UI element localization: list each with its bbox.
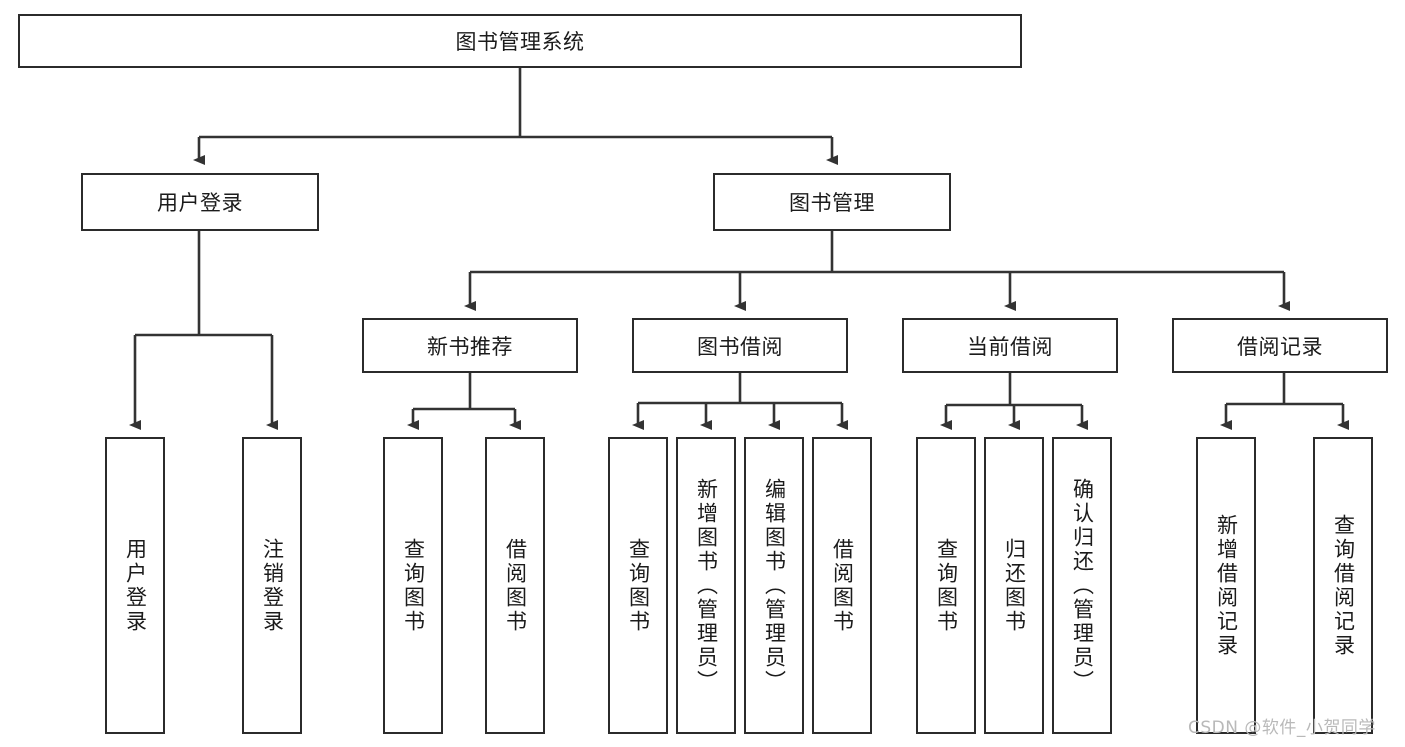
leaf-user-login-login-label: 用户登录 (123, 537, 148, 634)
node-user-login-label: 用户登录 (157, 191, 243, 215)
leaf-user-login-logout[interactable]: 注销登录 (242, 437, 302, 734)
leaf-new-book-query[interactable]: 查询图书 (383, 437, 443, 734)
leaf-borrow-borrow-book-label: 借阅图书 (830, 537, 855, 634)
node-borrow-records-label: 借阅记录 (1237, 334, 1323, 359)
leaf-current-return-book-label: 归还图书 (1002, 537, 1027, 634)
leaf-borrow-add-book-label: 新增图书（管理员） (694, 477, 719, 694)
leaf-borrow-edit-book[interactable]: 编辑图书（管理员） (744, 437, 804, 734)
leaf-borrow-query-book-label: 查询图书 (626, 537, 651, 634)
leaf-user-login-logout-label: 注销登录 (260, 537, 285, 634)
node-book-borrow-label: 图书借阅 (697, 334, 783, 359)
node-borrow-records[interactable]: 借阅记录 (1172, 318, 1388, 373)
node-user-login[interactable]: 用户登录 (81, 173, 319, 231)
node-current-borrow[interactable]: 当前借阅 (902, 318, 1118, 373)
leaf-records-add-record[interactable]: 新增借阅记录 (1196, 437, 1256, 734)
watermark-text: CSDN @软件_小贺同学 (1188, 718, 1376, 738)
node-book-borrow[interactable]: 图书借阅 (632, 318, 848, 373)
node-current-borrow-label: 当前借阅 (967, 334, 1053, 359)
leaf-new-book-borrow-label: 借阅图书 (503, 537, 528, 634)
leaf-borrow-add-book[interactable]: 新增图书（管理员） (676, 437, 736, 734)
leaf-current-query-book-label: 查询图书 (934, 537, 959, 634)
node-book-management-label: 图书管理 (789, 191, 875, 215)
leaf-borrow-edit-book-label: 编辑图书（管理员） (762, 477, 787, 694)
leaf-records-query-record-label: 查询借阅记录 (1331, 513, 1356, 658)
node-new-book-recommend[interactable]: 新书推荐 (362, 318, 578, 373)
leaf-borrow-borrow-book[interactable]: 借阅图书 (812, 437, 872, 734)
leaf-user-login-login[interactable]: 用户登录 (105, 437, 165, 734)
node-book-management[interactable]: 图书管理 (713, 173, 951, 231)
node-new-book-recommend-label: 新书推荐 (427, 334, 513, 359)
node-root-system-label: 图书管理系统 (455, 30, 585, 54)
leaf-new-book-query-label: 查询图书 (401, 537, 426, 634)
node-root-system[interactable]: 图书管理系统 (18, 14, 1022, 68)
leaf-borrow-query-book[interactable]: 查询图书 (608, 437, 668, 734)
leaf-records-add-record-label: 新增借阅记录 (1214, 513, 1239, 658)
leaf-new-book-borrow[interactable]: 借阅图书 (485, 437, 545, 734)
leaf-current-confirm-return-label: 确认归还（管理员） (1070, 477, 1095, 694)
leaf-current-query-book[interactable]: 查询图书 (916, 437, 976, 734)
leaf-records-query-record[interactable]: 查询借阅记录 (1313, 437, 1373, 734)
leaf-current-confirm-return[interactable]: 确认归还（管理员） (1052, 437, 1112, 734)
leaf-current-return-book[interactable]: 归还图书 (984, 437, 1044, 734)
